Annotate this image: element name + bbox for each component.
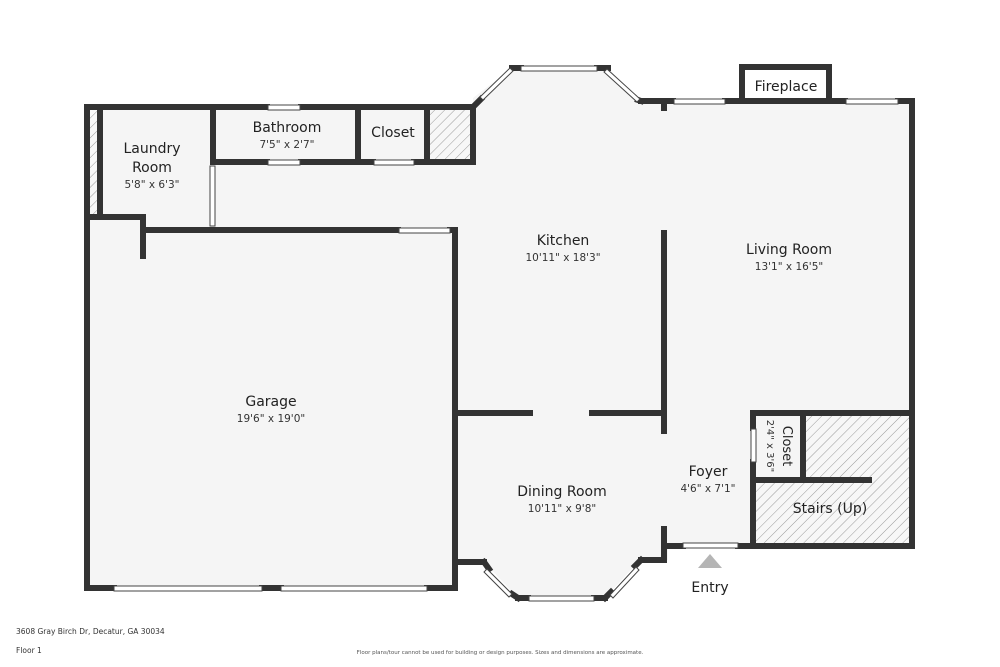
foyer-dims: 4'6" x 7'1" xyxy=(680,483,735,495)
closet-small-dims: 2'4" x 3'6" xyxy=(764,420,775,472)
property-address: 3608 Gray Birch Dr, Decatur, GA 30034 xyxy=(16,627,165,636)
living-room-name: Living Room xyxy=(746,242,832,258)
closet-small-name: Closet xyxy=(779,426,794,467)
hatched-areas xyxy=(88,108,910,543)
dining-room-dims: 10'11" x 9'8" xyxy=(528,503,596,515)
fireplace-name: Fireplace xyxy=(755,79,818,95)
laundry-name-line1: Laundry xyxy=(123,141,180,157)
living-room-dims: 13'1" x 16'5" xyxy=(755,261,823,273)
windows xyxy=(113,65,899,602)
room-labels: Laundry Room 5'8" x 6'3" Bathroom 7'5" x… xyxy=(123,79,867,596)
stairs-name: Stairs (Up) xyxy=(793,501,867,517)
garage-dims: 19'6" x 19'0" xyxy=(237,413,305,425)
stairs-hatch-upper xyxy=(806,414,910,480)
bathroom-name: Bathroom xyxy=(253,120,322,136)
kitchen-name: Kitchen xyxy=(537,233,590,249)
laundry-name-line2: Room xyxy=(132,160,172,176)
disclaimer-text: Floor plans/tour cannot be used for buil… xyxy=(356,650,644,656)
entry-label: Entry xyxy=(691,580,728,596)
floor-area xyxy=(87,68,911,598)
closet-top-name: Closet xyxy=(371,125,415,141)
laundry-dims: 5'8" x 6'3" xyxy=(124,179,179,191)
closet-hatch xyxy=(430,110,471,161)
walls xyxy=(84,64,915,603)
laundry-side-hatch xyxy=(88,108,97,214)
floor-label: Floor 1 xyxy=(16,646,42,655)
kitchen-dims: 10'11" x 18'3" xyxy=(525,252,600,264)
entry-arrow-icon xyxy=(698,554,722,568)
garage-name: Garage xyxy=(245,394,296,410)
dining-room-name: Dining Room xyxy=(517,484,607,500)
stairs-hatch-lower xyxy=(753,480,910,543)
foyer-name: Foyer xyxy=(689,464,728,480)
bathroom-dims: 7'5" x 2'7" xyxy=(259,139,314,151)
